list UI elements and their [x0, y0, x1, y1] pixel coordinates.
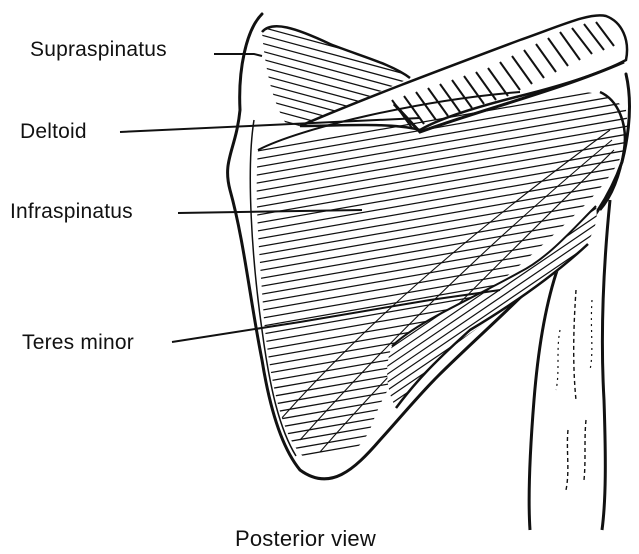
infraspinatus-muscle	[240, 84, 639, 466]
scapula-inner-border	[250, 120, 296, 456]
humerus-texture	[566, 290, 586, 490]
humerus-medial-edge	[529, 262, 560, 530]
figure-caption: Posterior view	[235, 526, 376, 552]
label-teres-minor: Teres minor	[22, 331, 134, 355]
label-supraspinatus: Supraspinatus	[30, 38, 167, 62]
label-infraspinatus: Infraspinatus	[10, 200, 133, 224]
supraspinatus-leader	[214, 54, 262, 56]
label-deltoid: Deltoid	[20, 120, 87, 144]
humerus-lateral-edge	[602, 200, 610, 530]
